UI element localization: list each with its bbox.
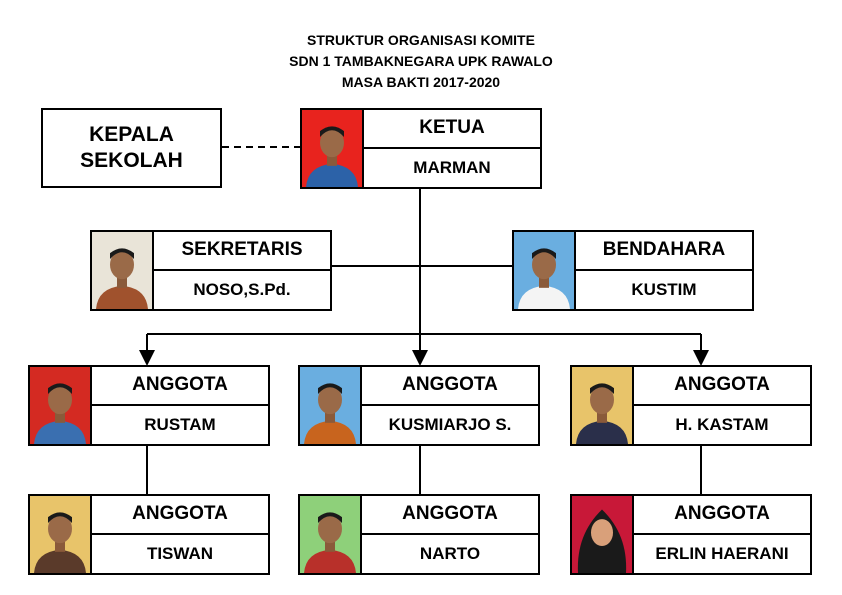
anggota-narto-photo bbox=[300, 496, 362, 573]
bendahara-photo bbox=[514, 232, 576, 309]
sekretaris-photo bbox=[92, 232, 154, 309]
chart-title-line-3: MASA BAKTI 2017-2020 bbox=[341, 74, 501, 90]
anggota-erlin-photo bbox=[572, 496, 634, 573]
chart-title-line-1: STRUKTUR ORGANISASI KOMITE bbox=[307, 32, 535, 48]
chart-title-line-2: SDN 1 TAMBAKNEGARA UPK RAWALO bbox=[289, 53, 553, 69]
anggota-rustam-name: RUSTAM bbox=[144, 414, 216, 434]
anggota-kusmiarjo-role: ANGGOTA bbox=[362, 367, 538, 406]
anggota-rustam-photo bbox=[30, 367, 92, 444]
bendahara-name: KUSTIM bbox=[631, 279, 697, 299]
anggota-rustam-box: ANGGOTA RUSTAM bbox=[28, 365, 270, 446]
sekretaris-role: SEKRETARIS bbox=[154, 232, 330, 271]
ketua-box: KETUA MARMAN bbox=[300, 108, 542, 189]
anggota-narto-box: ANGGOTA NARTO bbox=[298, 494, 540, 575]
anggota-kastam-name: H. KASTAM bbox=[675, 414, 769, 434]
sekretaris-name: NOSO,S.Pd. bbox=[193, 279, 291, 299]
anggota-narto-role: ANGGOTA bbox=[362, 496, 538, 535]
kepala-sekolah-label-line-2: SEKOLAH bbox=[80, 149, 183, 172]
ketua-photo bbox=[302, 110, 364, 187]
kepala-sekolah-label-line-1: KEPALA bbox=[89, 123, 174, 146]
anggota-kastam-box: ANGGOTA H. KASTAM bbox=[570, 365, 812, 446]
bendahara-box: BENDAHARA KUSTIM bbox=[512, 230, 754, 311]
anggota-erlin-box: ANGGOTA ERLIN HAERANI bbox=[570, 494, 812, 575]
anggota-kusmiarjo-photo bbox=[300, 367, 362, 444]
ketua-name: MARMAN bbox=[413, 157, 491, 177]
anggota-kusmiarjo-box: ANGGOTA KUSMIARJO S. bbox=[298, 365, 540, 446]
kepala-sekolah-box: KEPALA SEKOLAH bbox=[41, 108, 222, 188]
anggota-tiswan-role: ANGGOTA bbox=[92, 496, 268, 535]
anggota-tiswan-name: TISWAN bbox=[146, 543, 214, 563]
anggota-erlin-role: ANGGOTA bbox=[634, 496, 810, 535]
anggota-tiswan-photo bbox=[30, 496, 92, 573]
anggota-kastam-role: ANGGOTA bbox=[634, 367, 810, 406]
anggota-erlin-name: ERLIN HAERANI bbox=[655, 543, 789, 563]
anggota-rustam-role: ANGGOTA bbox=[92, 367, 268, 406]
anggota-kastam-photo bbox=[572, 367, 634, 444]
bendahara-role: BENDAHARA bbox=[576, 232, 752, 271]
anggota-narto-name: NARTO bbox=[419, 543, 481, 563]
ketua-role: KETUA bbox=[364, 110, 540, 149]
anggota-kusmiarjo-name: KUSMIARJO S. bbox=[388, 414, 512, 434]
anggota-tiswan-box: ANGGOTA TISWAN bbox=[28, 494, 270, 575]
sekretaris-box: SEKRETARIS NOSO,S.Pd. bbox=[90, 230, 332, 311]
